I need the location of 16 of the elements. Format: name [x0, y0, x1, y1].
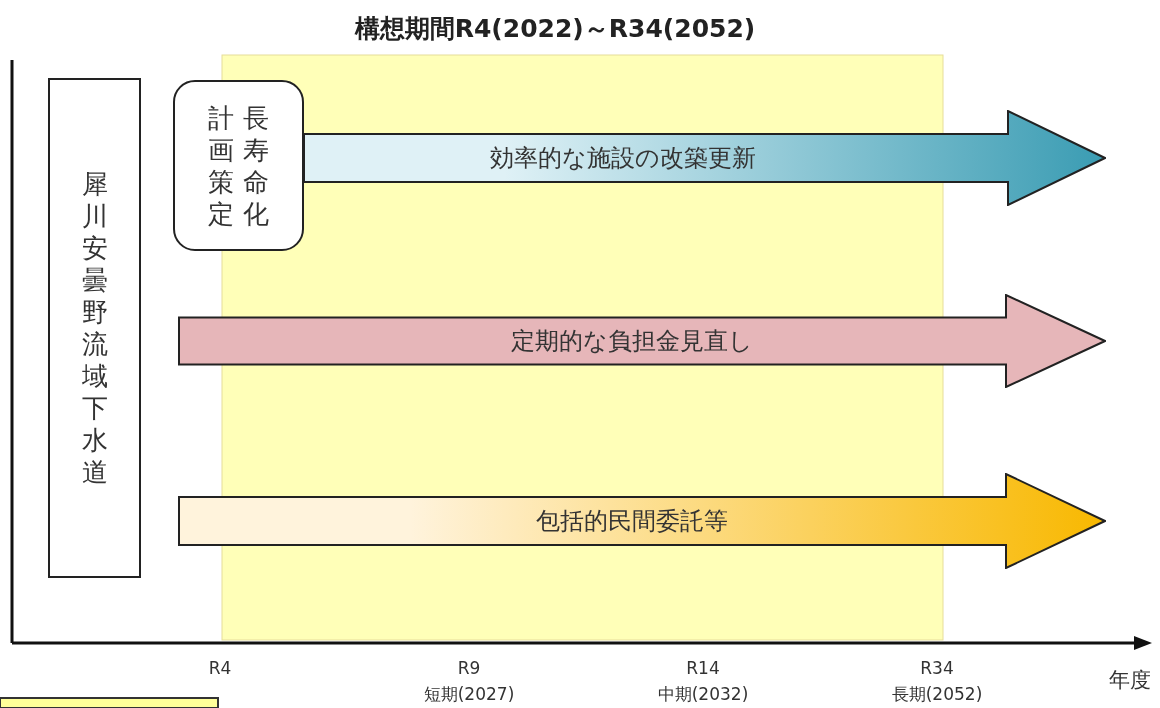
- label-box: [48, 78, 141, 578]
- axis-label: 年度: [1109, 667, 1151, 694]
- box-text: 犀川安曇野流域下水道: [80, 168, 109, 488]
- arrow-text: 包括的民間委託等: [536, 506, 728, 537]
- title: 構想期間R4(2022)～R34(2052): [354, 13, 756, 45]
- tick-label: 短期(2027): [423, 683, 515, 706]
- arrow-text: 効率的な施設の改築更新: [490, 143, 756, 174]
- tick-label: R9: [457, 658, 481, 678]
- tick-label: R34: [920, 658, 954, 678]
- tick-label: R4: [208, 658, 232, 678]
- tick-label: 中期(2032): [657, 683, 749, 706]
- box-text: 長寿命化計画策定: [207, 101, 270, 230]
- process-box: [173, 80, 304, 251]
- tick-label: R14: [686, 658, 720, 678]
- arrow-text: 定期的な負担金見直し: [511, 326, 753, 357]
- tick-label: 長期(2052): [891, 683, 983, 706]
